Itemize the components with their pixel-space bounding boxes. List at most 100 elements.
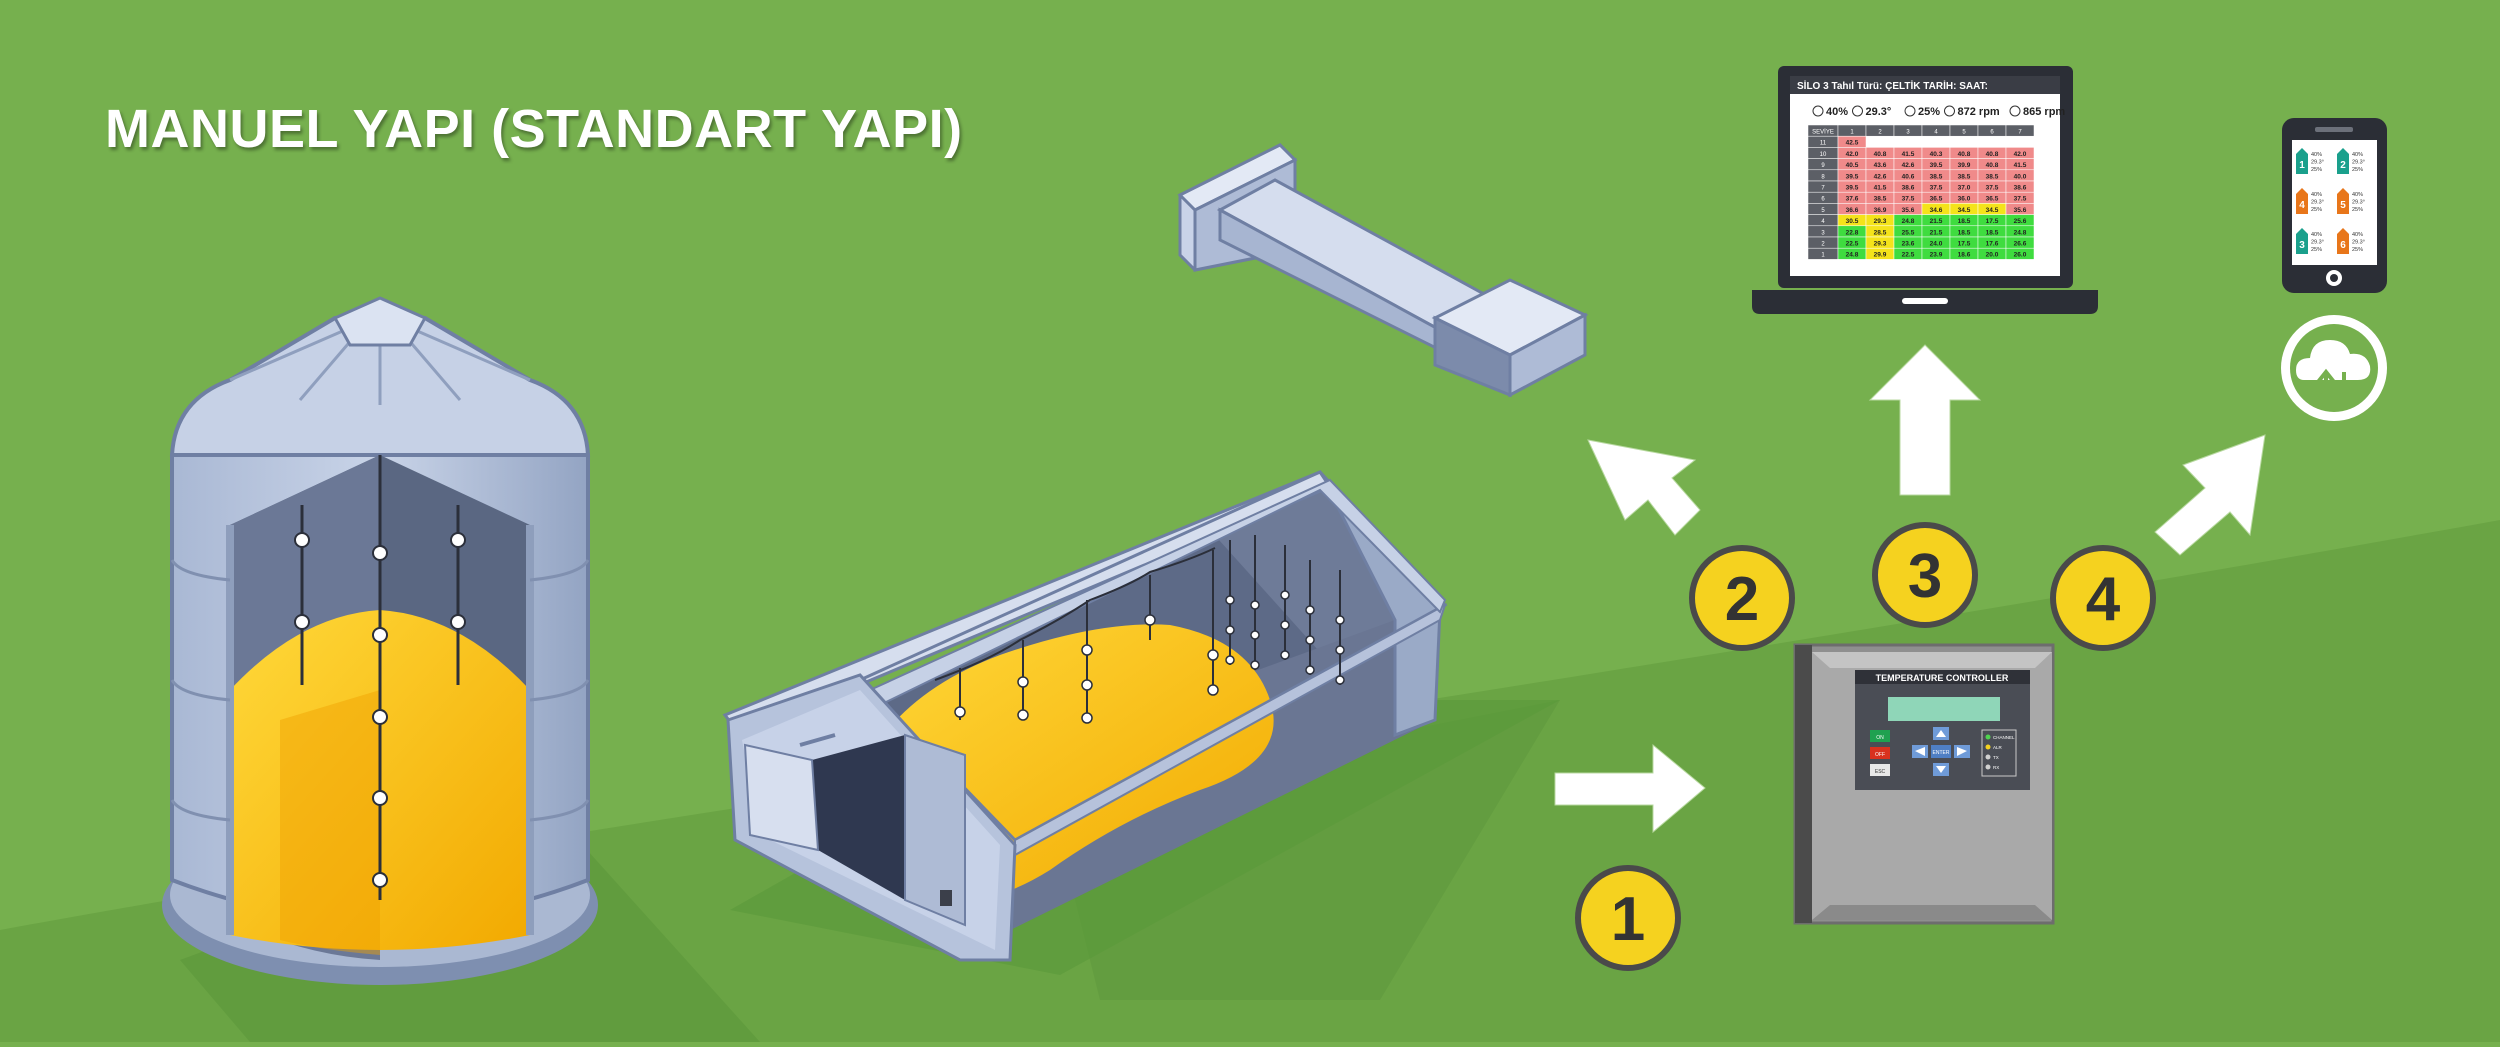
laptop-stat: 872 rpm: [1944, 105, 2000, 118]
table-header-label: 3: [1906, 130, 1910, 136]
controller-label: TEMPERATURE CONTROLLER: [1876, 673, 2009, 683]
phone-silo-card: 240%29.3°25%: [2337, 148, 2365, 174]
silo-number: 6: [2340, 240, 2346, 251]
row-level-label: 7: [1821, 186, 1825, 192]
table-header-label: 2: [1878, 130, 1882, 136]
laptop-stat-value: 872 rpm: [1958, 106, 2000, 118]
phone-silo-card: 540%29.3°25%: [2337, 188, 2365, 214]
table-cell-value: 42.0: [2014, 151, 2027, 158]
table-cell-value: 40.8: [1874, 151, 1887, 158]
table-cell-value: 39.5: [1846, 185, 1859, 192]
silo-number: 5: [2340, 200, 2346, 211]
svg-text:4: 4: [2086, 565, 2121, 634]
table-cell-value: 34.5: [1986, 207, 1999, 214]
table-cell-value: 18.5: [1958, 229, 1971, 236]
table-cell-value: 38.5: [1874, 196, 1887, 203]
table-cell-value: 39.9: [1958, 162, 1971, 169]
silo-reading: 40%: [2352, 232, 2363, 238]
row-level-label: 5: [1821, 208, 1825, 214]
silo-icon: [2337, 148, 2349, 174]
svg-text:RX: RX: [1993, 765, 1999, 770]
table-cell-value: 38.6: [2014, 185, 2027, 192]
table-cell-value: 23.6: [1902, 241, 1915, 248]
table-cell-value: 40.8: [1986, 162, 1999, 169]
silo-icon: [2296, 148, 2308, 174]
svg-text:ENTER: ENTER: [1933, 750, 1950, 756]
table-cell-value: 43.6: [1874, 162, 1887, 169]
laptop-stat-value: 25%: [1918, 106, 1940, 118]
silo-reading: 25%: [2352, 167, 2363, 173]
table-cell-value: 41.5: [1902, 151, 1915, 158]
table-cell-value: 35.6: [2014, 207, 2027, 214]
table-cell-value: 39.5: [1846, 173, 1859, 180]
table-header-cell: [2005, 124, 2035, 137]
table-cell-value: 35.6: [1902, 207, 1915, 214]
silo-reading: 29.3°: [2311, 160, 2324, 166]
silo-reading: 40%: [2311, 152, 2322, 158]
table-cell-value: 37.6: [1846, 196, 1859, 203]
row-level-label: 11: [1820, 141, 1827, 147]
silo-number: 4: [2299, 200, 2305, 211]
table-cell-value: 39.5: [1930, 162, 1943, 169]
table-cell-value: 42.6: [1902, 162, 1915, 169]
silo-number: 3: [2299, 240, 2305, 251]
grain-warehouse: [722, 470, 1560, 975]
laptop-header: SİLO 3 Tahıl Türü: ÇELTİK TARİH: SAAT:: [1797, 79, 1988, 92]
phone-silo-list: 140%29.3°25%240%29.3°25%440%29.3°25%540%…: [2296, 148, 2365, 254]
stat-icon: [1852, 105, 1863, 117]
arrow-icon: [2154, 434, 2266, 556]
table-cell-value: 24.8: [2014, 229, 2027, 236]
table-cell-value: 21.5: [1930, 218, 1943, 225]
table-header-label: 7: [2018, 130, 2022, 136]
table-cell-value: 40.8: [1958, 151, 1971, 158]
controller-dpad: ENTER: [1912, 727, 1970, 776]
table-cell-value: 36.0: [1958, 196, 1971, 203]
warehouse-sensor-nodes: [954, 590, 1345, 724]
silo-reading: 25%: [2311, 247, 2322, 253]
row-level-label: 10: [1820, 152, 1827, 158]
table-cell-value: 37.5: [1930, 185, 1943, 192]
step-badge-4: 4: [2050, 545, 2156, 651]
svg-text:TX: TX: [1993, 755, 1999, 760]
table-cell-value: 40.3: [1930, 151, 1943, 158]
controller-leds: CHANNEL ALR TX RX: [1981, 729, 2017, 777]
table-cell-value: 22.5: [1846, 241, 1859, 248]
arrow-icon: [1587, 439, 1701, 536]
silo-reading: 25%: [2352, 207, 2363, 213]
stat-icon: [2009, 105, 2021, 117]
svg-text:ALR: ALR: [1993, 745, 2003, 750]
table-cell-value: 36.5: [1986, 196, 1999, 203]
laptop-stat-value: 865 rpm: [2023, 106, 2065, 118]
table-cell-value: 18.5: [1958, 218, 1971, 225]
table-cell-value: 40.8: [1986, 151, 1999, 158]
row-level-label: 4: [1821, 219, 1825, 225]
silo-icon: [2296, 228, 2308, 254]
table-cell-value: 40.6: [1902, 173, 1915, 180]
laptop-stat: 29.3°: [1852, 105, 1891, 118]
table-cell-value: 40.0: [2014, 173, 2027, 180]
table-cell-value: 18.6: [1958, 252, 1971, 259]
silo-icon: [2337, 188, 2349, 214]
table-cell-value: 37.5: [1986, 185, 1999, 192]
laptop-stat: 865 rpm: [2009, 105, 2065, 118]
silo-reading: 40%: [2311, 232, 2322, 238]
svg-text:CHANNEL: CHANNEL: [1993, 735, 2015, 740]
step-badge-1: 1: [1575, 865, 1681, 971]
table-cell-value: 24.8: [1902, 218, 1915, 225]
table-cell-value: 17.5: [1958, 241, 1971, 248]
row-level-label: 9: [1821, 163, 1825, 169]
flow-arrows: [1554, 344, 2266, 834]
table-cell-value: 24.0: [1930, 241, 1943, 248]
cloud-sync-icon: [2281, 315, 2387, 421]
table-cell-value: 29.9: [1874, 252, 1887, 259]
table-cell: [2005, 247, 2035, 260]
table-cell-value: 36.5: [1930, 196, 1943, 203]
